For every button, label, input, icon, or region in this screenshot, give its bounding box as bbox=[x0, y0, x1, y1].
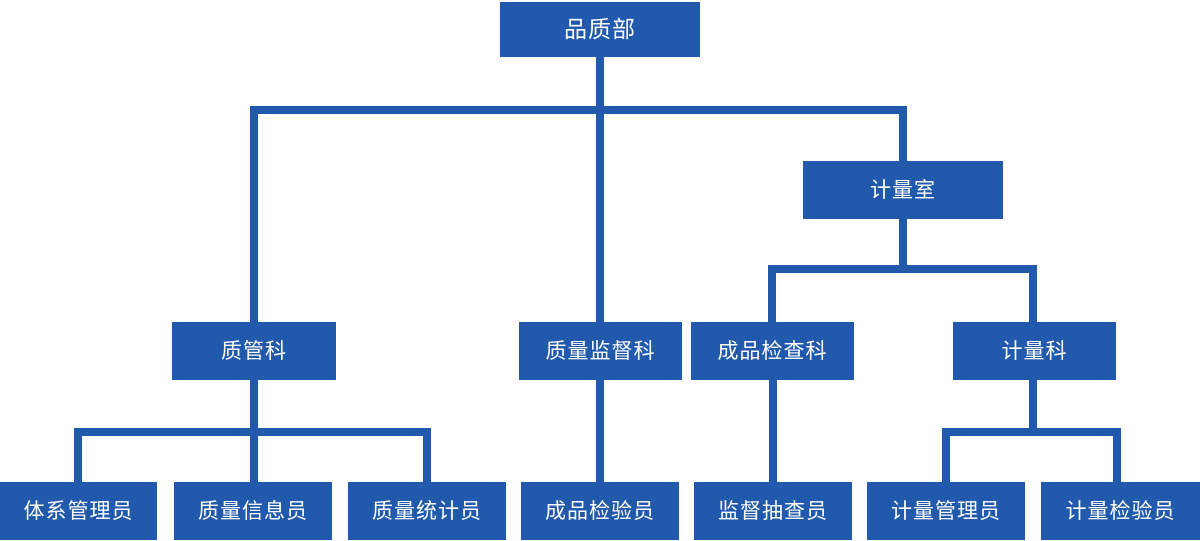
connector-zhiguanke-stem bbox=[250, 380, 258, 432]
org-node-n1[interactable]: 品质部 bbox=[500, 2, 700, 57]
org-node-n9[interactable]: 质量统计员 bbox=[348, 482, 506, 540]
connector-branch-to-jiliangshi bbox=[899, 106, 907, 165]
org-node-label: 计量科 bbox=[1001, 339, 1068, 363]
connector-jiliangke-bus bbox=[942, 428, 1121, 436]
org-node-label: 监督抽查员 bbox=[718, 499, 828, 523]
connector-root-stem bbox=[596, 57, 604, 114]
connector-branch-to-jianduke bbox=[596, 106, 604, 326]
org-node-label: 质量信息员 bbox=[198, 499, 308, 523]
org-node-label: 质管科 bbox=[221, 339, 287, 363]
connector-jiliangshi-stem bbox=[899, 219, 907, 269]
org-node-n2[interactable]: 计量室 bbox=[803, 161, 1003, 219]
connector-drop-tongjiyuan bbox=[423, 428, 431, 486]
connector-drop-jianduchouchayuan bbox=[769, 380, 777, 486]
connector-drop-jiliangguanli bbox=[942, 428, 950, 486]
connector-drop-chengpinjianyan bbox=[596, 380, 604, 486]
org-node-n13[interactable]: 计量检验员 bbox=[1041, 482, 1200, 540]
connector-branch-to-zhiguanke bbox=[250, 106, 258, 326]
connector-drop-tixiguanliyuan bbox=[74, 428, 82, 486]
org-node-label: 品质部 bbox=[564, 16, 636, 42]
org-node-n4[interactable]: 质量监督科 bbox=[519, 322, 682, 380]
connector-jiliangshi-bus bbox=[768, 265, 1037, 273]
connector-drop-xinxiyuan bbox=[250, 428, 258, 486]
org-node-n12[interactable]: 计量管理员 bbox=[867, 482, 1025, 540]
org-node-label: 计量检验员 bbox=[1065, 499, 1176, 523]
org-node-n8[interactable]: 质量信息员 bbox=[174, 482, 332, 540]
connector-jiliangke-stem bbox=[1029, 380, 1037, 432]
connector-drop-jiliangjianyan bbox=[1113, 428, 1121, 486]
connector-branch-to-jiliangke bbox=[1029, 265, 1037, 326]
org-node-label: 计量管理员 bbox=[891, 499, 1001, 523]
org-node-label: 成品检验员 bbox=[545, 499, 655, 523]
org-node-n3[interactable]: 质管科 bbox=[172, 322, 336, 380]
org-node-n7[interactable]: 体系管理员 bbox=[0, 482, 157, 540]
org-node-n5[interactable]: 成品检查科 bbox=[691, 322, 854, 380]
org-node-n6[interactable]: 计量科 bbox=[953, 322, 1116, 380]
connector-level2-bus bbox=[250, 106, 907, 114]
org-node-n10[interactable]: 成品检验员 bbox=[521, 482, 679, 540]
org-node-label: 质量统计员 bbox=[372, 499, 482, 523]
org-node-label: 成品检查科 bbox=[717, 339, 828, 363]
org-node-label: 计量室 bbox=[870, 178, 936, 202]
org-node-n11[interactable]: 监督抽查员 bbox=[694, 482, 852, 540]
connector-branch-to-chengpinke bbox=[768, 265, 776, 326]
org-node-label: 质量监督科 bbox=[545, 339, 656, 363]
org-node-label: 体系管理员 bbox=[23, 499, 134, 523]
